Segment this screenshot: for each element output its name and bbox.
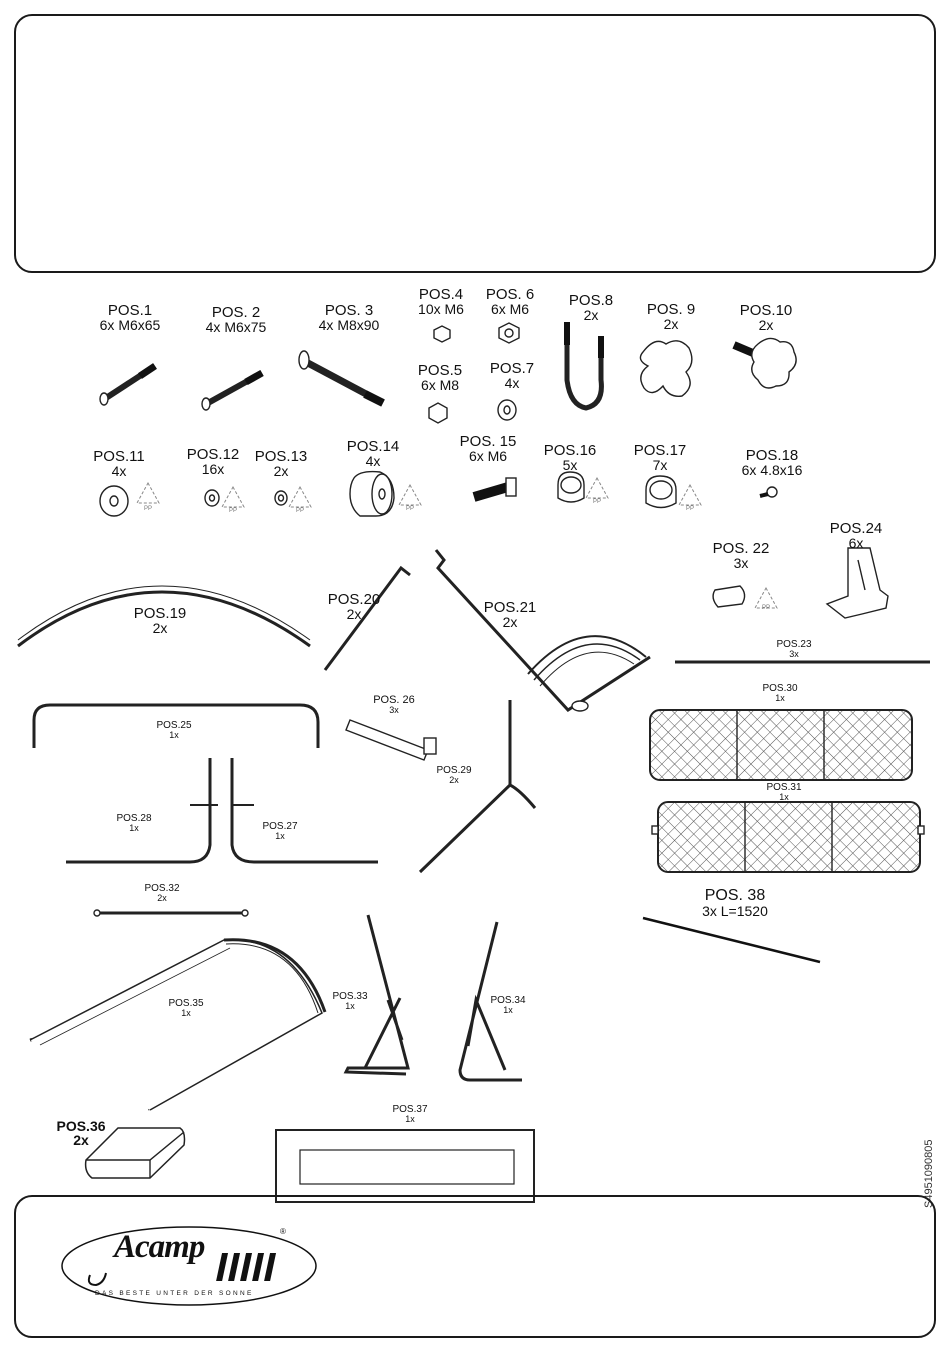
pos1-bolt-icon	[99, 363, 157, 406]
recycle-text: PP	[296, 508, 305, 514]
pos15-bolt-icon	[472, 477, 517, 502]
pos6-nut-icon	[498, 322, 520, 344]
pos10-knob-icon	[732, 337, 797, 389]
recycle-text: PP	[144, 506, 153, 512]
pos22-sleeve-icon	[712, 585, 746, 608]
recycle-text: PP	[762, 605, 771, 611]
pos11-recycle-icon	[136, 482, 160, 504]
recycle-text: PP	[593, 499, 602, 505]
pos12-washer-icon	[204, 489, 220, 507]
pos14-spacer-icon	[349, 470, 395, 517]
pos29-stand-icon	[418, 700, 537, 874]
pos34-frame-icon	[458, 921, 522, 1082]
pos18-screw-icon	[759, 486, 778, 498]
brand-name: Acamp	[114, 1229, 205, 1265]
pos3-bolt-icon	[298, 350, 385, 407]
pos17-cap-icon	[645, 475, 677, 509]
pos9-knob-icon	[639, 340, 693, 397]
header-frame	[14, 14, 936, 273]
pos27-frame-icon	[230, 758, 378, 864]
recycle-text: PP	[686, 506, 695, 512]
acamp-logo	[60, 1225, 318, 1307]
pos2-bolt-icon	[201, 369, 264, 411]
pos16-cap-icon	[557, 471, 585, 503]
pos11-washer-icon	[99, 485, 129, 517]
pos14-recycle-icon	[398, 484, 422, 506]
brand-tagline: DAS BESTE UNTER DER SONNE	[95, 1290, 254, 1297]
pos31-panel-icon	[651, 801, 925, 873]
recycle-text: PP	[229, 508, 238, 514]
recycle-text: PP	[406, 506, 415, 512]
pos7-washer-icon	[497, 399, 517, 421]
pos24-clamp-icon	[825, 547, 889, 619]
pos4-nut-icon	[433, 325, 451, 343]
pos21-frame-icon	[434, 549, 651, 712]
pos37-panel-icon	[275, 1129, 535, 1203]
pos28-frame-icon	[66, 758, 212, 864]
pos8-ubolt-icon	[564, 322, 604, 411]
pos13-washer-icon	[274, 490, 288, 506]
pos32-link-icon	[93, 909, 249, 917]
pos19-arc-icon	[17, 590, 311, 648]
pos12-recycle-icon	[221, 486, 245, 508]
pos5-nut-icon	[428, 402, 448, 424]
pos35-canopy-icon	[29, 938, 327, 1111]
pos25-frame-icon	[32, 703, 320, 748]
pos17-recycle-icon	[678, 484, 702, 506]
pos16-recycle-icon	[585, 477, 609, 499]
pos26-tube-icon	[345, 719, 437, 761]
pos36-block-icon	[84, 1127, 186, 1179]
pos20-rod-icon	[323, 565, 411, 671]
pos33-frame-icon	[343, 914, 410, 1076]
pos30-panel-icon	[649, 709, 913, 781]
registered-mark: ®	[280, 1227, 286, 1236]
pos38-rod-icon	[642, 916, 821, 964]
pos13-recycle-icon	[288, 486, 312, 508]
footer-frame	[14, 1195, 936, 1338]
